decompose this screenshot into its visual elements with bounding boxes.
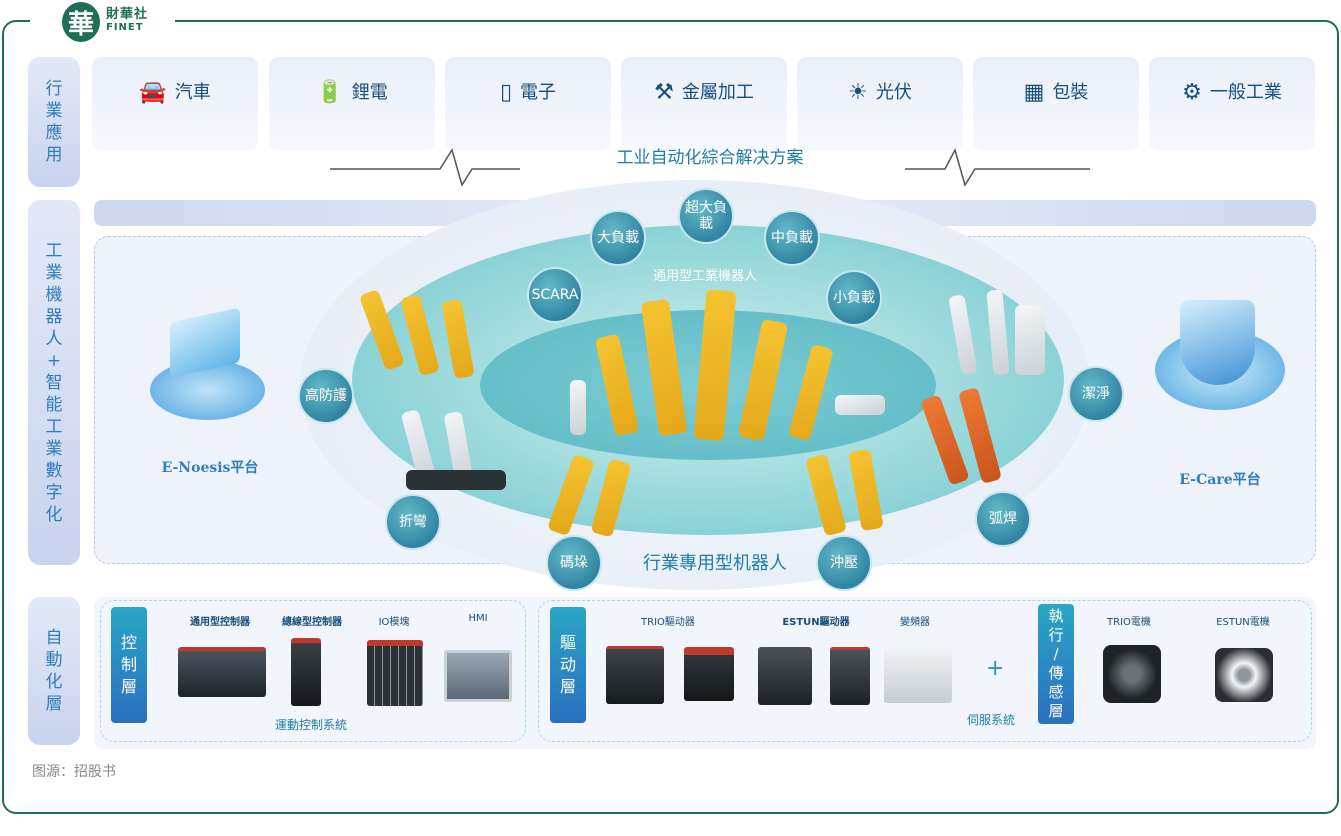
tablet-icon: ▯: [499, 80, 513, 105]
shield-user-icon: [1180, 300, 1255, 385]
sun-icon: ☀: [848, 80, 868, 105]
trio-drive-device: [606, 646, 664, 704]
bubble-medium: 中負載: [764, 210, 820, 266]
battery-icon: 🔋: [316, 80, 344, 105]
bubble-high-protection: 高防護: [298, 368, 354, 424]
execution-layer-tag: 執行/ 傳感層: [1038, 604, 1074, 724]
label-bus-controller: 總線型控制器: [282, 617, 342, 628]
row-label-industry: 行業 應用: [28, 57, 80, 187]
estun-drive-device-2: [830, 647, 870, 705]
label-trio-drive: TRIO驅动器: [641, 617, 695, 628]
control-group: [100, 600, 526, 742]
e-noesis-platform-label: E-Noesis平台: [161, 460, 259, 476]
industry-card-pv: ☀ 光伏: [797, 57, 963, 151]
header-gap: [30, 10, 175, 32]
metal-icon: ⚒: [654, 80, 674, 105]
inverter-device: [884, 645, 952, 703]
bubble-super-heavy: 超大負載: [678, 188, 734, 244]
cleanroom-robot-white: [1015, 305, 1045, 375]
bubble-heavy: 大負載: [590, 210, 646, 266]
boxes-icon: ▦: [1023, 80, 1045, 105]
label-inverter: 變頻器: [900, 617, 930, 628]
solution-title: 工业自动化綜合解决方案: [616, 148, 804, 168]
bubble-palletizing: 碼垛: [546, 535, 602, 591]
scara-robot: [835, 395, 885, 415]
industry-card-general: ⚙ 一般工業: [1149, 57, 1315, 151]
label-general-controller: 通用型控制器: [190, 617, 250, 628]
brand-name-en: FINET: [106, 22, 144, 33]
brand: 財華社 FINET: [106, 8, 148, 33]
hmi-device: [444, 650, 512, 702]
e-noesis-platform-base: [150, 360, 265, 420]
industry-card-packaging: ▦ 包裝: [973, 57, 1139, 151]
pulse-line-right: [905, 147, 1090, 187]
estun-motor-device: [1215, 648, 1273, 702]
pulse-line-left: [330, 148, 520, 187]
general-robot-title: 通用型工業機器人: [652, 269, 757, 284]
robot-base: [406, 470, 506, 490]
outer-frame: [2, 20, 1339, 814]
label-trio-motor: TRIO電機: [1107, 617, 1151, 628]
special-robot-title: 行業專用型机器人: [643, 553, 787, 574]
finet-logo-icon: 華: [62, 2, 100, 42]
label-io-module: IO模塊: [378, 617, 410, 628]
io-module-device: [367, 640, 423, 706]
bubble-cleanroom: 潔淨: [1068, 366, 1124, 422]
bubble-scara: SCARA: [527, 267, 583, 323]
bubble-bending: 折彎: [385, 494, 441, 550]
bubble-stamping: 沖壓: [816, 535, 872, 591]
industry-card-lithium: 🔋 鋰電: [269, 57, 435, 151]
bus-controller-device: [291, 638, 321, 706]
drive-group: [538, 600, 1312, 742]
industry-card-auto: 🚘 汽車: [92, 57, 258, 151]
car-icon: 🚘: [139, 80, 167, 105]
label-estun-drive: ESTUN驅动器: [782, 617, 850, 628]
motion-control-system-label: 運動控制系統: [275, 718, 348, 732]
robot-arm-white: [570, 380, 586, 435]
servo-system-label: 伺服系統: [967, 713, 1016, 727]
estun-drive-device: [758, 647, 812, 705]
drive-layer-tag: 驅动層: [550, 607, 586, 723]
brand-name-cn: 財華社: [106, 7, 149, 22]
trio-drive-device-2: [684, 647, 734, 701]
e-care-platform-label: E-Care平台: [1179, 472, 1261, 488]
plus-sign: +: [986, 656, 1005, 681]
general-controller-device: [178, 647, 266, 697]
bubble-light: 小負載: [826, 270, 882, 326]
bubble-arc-welding: 弧焊: [975, 491, 1031, 547]
label-estun-motor: ESTUN電機: [1216, 617, 1270, 628]
gear-head-icon: ⚙: [1182, 80, 1202, 105]
trio-motor-device: [1103, 645, 1161, 703]
industry-card-electronics: ▯ 電子: [445, 57, 611, 151]
row-label-automation: 自動 化層: [28, 597, 80, 745]
row-label-robots: 工業 機器 人+ 智能 工業 數字 化: [28, 200, 80, 565]
label-hmi: HMI: [468, 613, 488, 624]
control-layer-tag: 控制層: [111, 607, 147, 723]
industry-card-metal: ⚒ 金屬加工: [621, 57, 787, 151]
source-note: 图源：招股书: [32, 764, 116, 780]
